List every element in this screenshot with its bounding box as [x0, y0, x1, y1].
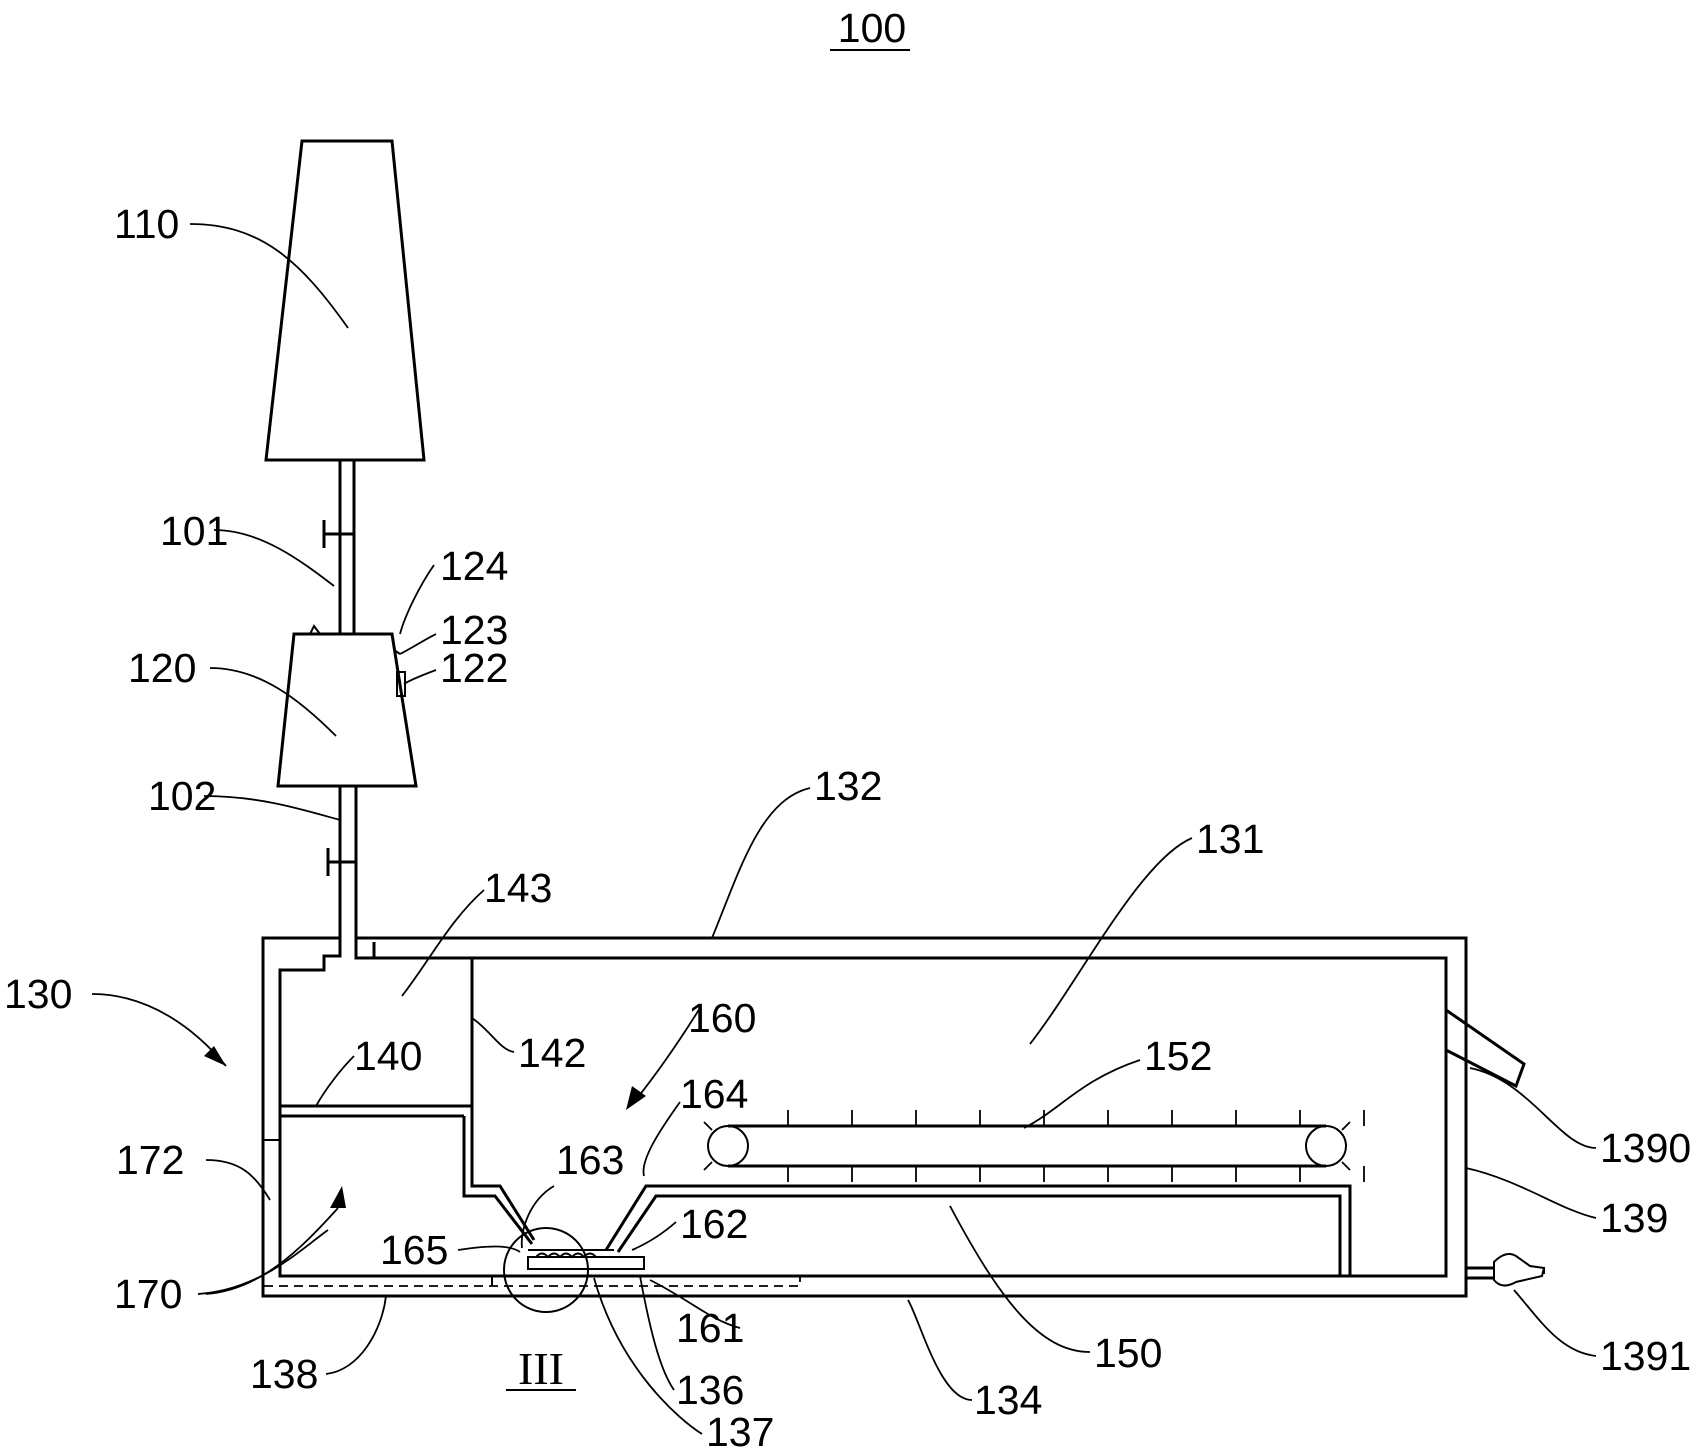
label-136: 136: [676, 1367, 744, 1413]
label-131: 131: [1196, 816, 1264, 862]
label-134: 134: [974, 1377, 1042, 1423]
small-fitting-left: [309, 624, 321, 635]
label-160: 160: [688, 995, 756, 1041]
label-152: 152: [1144, 1033, 1212, 1079]
label-143: 143: [484, 865, 552, 911]
leader-lines: [189, 223, 1597, 1435]
label-172: 172: [116, 1137, 184, 1183]
label-130: 130: [4, 971, 72, 1017]
label-122: 122: [440, 645, 508, 691]
section-label: III: [518, 1343, 564, 1394]
label-1391: 1391: [1600, 1333, 1691, 1379]
label-142: 142: [518, 1030, 586, 1076]
pipe-101: [322, 460, 356, 634]
label-101: 101: [160, 508, 228, 554]
outlet-1390: [1445, 1008, 1526, 1089]
label-164: 164: [680, 1071, 748, 1117]
label-123: 123: [440, 607, 508, 653]
label-165: 165: [380, 1227, 448, 1273]
arrows: [91, 993, 701, 1295]
label-161: 161: [676, 1305, 744, 1351]
chute-164: [604, 1184, 1352, 1276]
tap-1391: [1466, 1253, 1546, 1287]
pipe-102: [326, 786, 358, 938]
upper-hopper: [264, 139, 426, 462]
label-163: 163: [556, 1137, 624, 1183]
component-123: [393, 649, 401, 655]
label-124: 124: [440, 543, 508, 589]
label-150: 150: [1094, 1330, 1162, 1376]
label-110: 110: [114, 201, 179, 247]
figure-title: 100: [838, 5, 906, 51]
label-120: 120: [128, 645, 196, 691]
middle-hopper: [276, 632, 418, 788]
label-170: 170: [114, 1271, 182, 1317]
detail-circle: [503, 1227, 589, 1313]
sediment-line: [264, 1276, 801, 1287]
label-140: 140: [354, 1033, 422, 1079]
label-138: 138: [250, 1351, 318, 1397]
label-132: 132: [814, 763, 882, 809]
label-102: 102: [148, 773, 216, 819]
label-139: 139: [1600, 1195, 1668, 1241]
label-162: 162: [680, 1201, 748, 1247]
label-1390: 1390: [1600, 1125, 1691, 1171]
label-137: 137: [706, 1409, 774, 1454]
partition-142: [280, 958, 536, 1245]
housing: [261, 936, 1468, 1298]
conveyor-152: [703, 1110, 1365, 1182]
